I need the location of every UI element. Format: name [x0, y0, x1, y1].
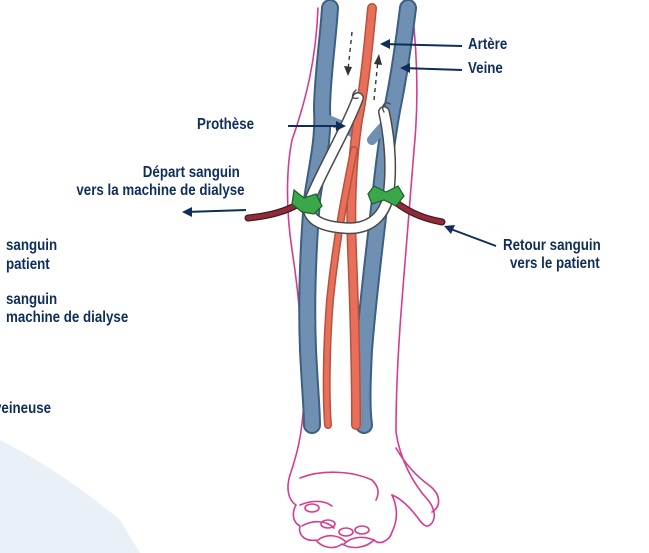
- arrow-icon: [186, 210, 246, 212]
- label-retour-1: Retour sanguin: [503, 237, 601, 255]
- flow-arrow-up: [374, 60, 378, 100]
- hand-outline: [288, 475, 397, 547]
- legend-line-1b: patient: [6, 256, 50, 274]
- label-depart-1: Départ sanguin: [143, 164, 240, 182]
- flow-arrow-down: [348, 32, 352, 70]
- label-depart-2: vers la machine de dialyse: [77, 182, 245, 200]
- arrow-icon: [380, 39, 390, 49]
- arrow-icon: [448, 228, 496, 246]
- label-retour-2: vers le patient: [510, 255, 600, 273]
- label-artere: Artère: [468, 36, 507, 54]
- fingernail-4: [355, 526, 369, 534]
- flow-arrow-down-head: [344, 66, 352, 76]
- legend-line-2a: sanguin: [6, 291, 57, 309]
- label-veine: Veine: [468, 60, 503, 78]
- legend-line-2b: machine de dialyse: [6, 309, 128, 327]
- label-prothese: Prothèse: [197, 116, 254, 134]
- fingernail-3: [339, 528, 353, 536]
- arrow-icon: [182, 207, 192, 217]
- legend-line-1a: sanguin: [6, 237, 57, 255]
- arrow-icon: [402, 68, 462, 70]
- flow-arrow-up-head: [374, 54, 382, 65]
- background-swoosh: [0, 440, 140, 553]
- legend-line-3: veineuse: [0, 400, 51, 418]
- fingernail-1: [305, 504, 319, 512]
- thumb: [396, 448, 439, 512]
